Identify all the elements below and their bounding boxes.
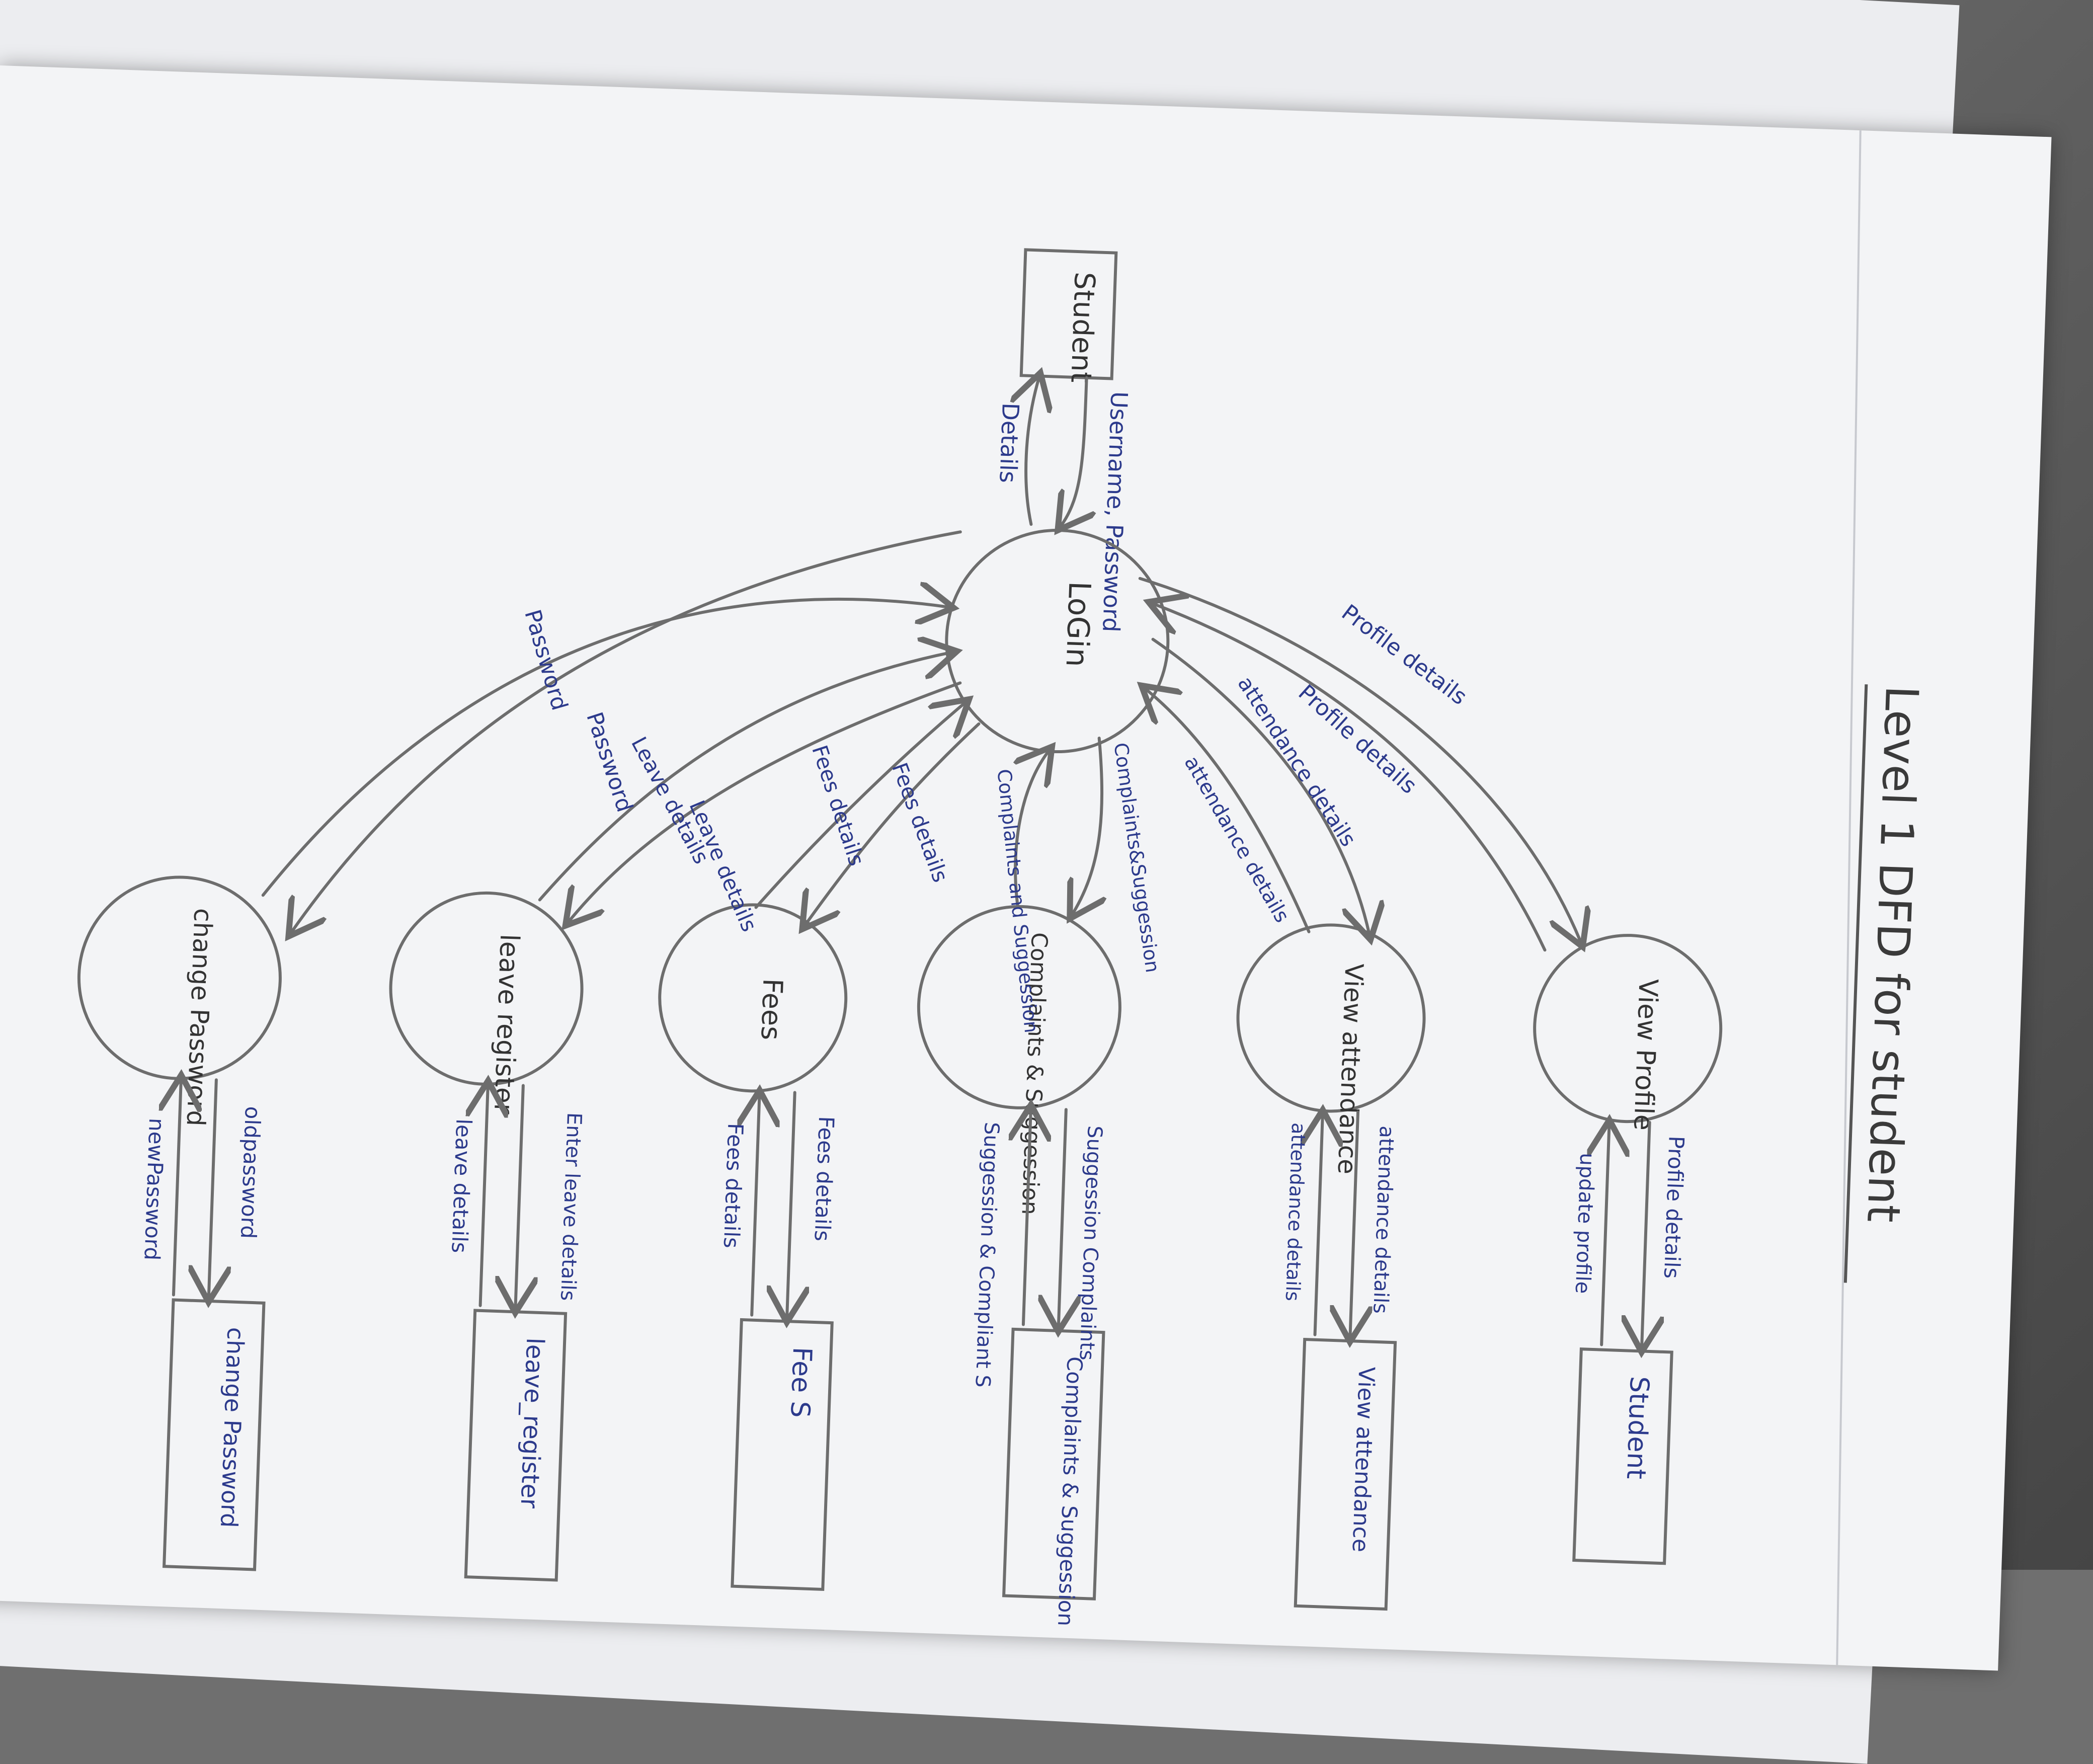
flow-login-attendance-1 (1151, 637, 1380, 934)
flow-store-to-fees (752, 1096, 759, 1317)
label-store-profile-in: update profile (1571, 1153, 1599, 1294)
store-box (1294, 1337, 1397, 1611)
flow-login-password-2 (261, 579, 948, 897)
label-details: Details (994, 403, 1024, 484)
label-store-comp-out: Suggession Complaints (1075, 1125, 1106, 1360)
title-group: Level 1 DFD for student (1843, 684, 1928, 1283)
label-fees-2: Fees details (807, 742, 869, 869)
store-box (464, 1309, 568, 1582)
flow-login-profile-1 (1138, 577, 1593, 941)
label-store-pwd-in: newPassword (139, 1117, 169, 1261)
label-store-profile-out: Profile details (1659, 1136, 1689, 1279)
flow-leave-to-store (516, 1084, 523, 1307)
flow-login-to-student (1024, 378, 1039, 526)
label-fees-1: Fees details (887, 759, 953, 885)
store-leave-register: leave_register (464, 1309, 568, 1582)
process-circle (1533, 934, 1723, 1124)
flow-store-to-profile (1601, 1126, 1609, 1346)
flow-login-leave-1 (569, 681, 962, 934)
flow-store-to-password (174, 1081, 181, 1297)
flow-login-complaints-2 (1014, 751, 1048, 908)
store-view-attendance-label: View attendance (1347, 1366, 1380, 1552)
label-store-att-out: attendance details (1369, 1126, 1398, 1314)
label-store-fees-out: Fees details (810, 1116, 839, 1242)
label-leave-1: Leave details (684, 796, 762, 935)
process-circle (389, 891, 584, 1086)
store-change-password-label: change Password (215, 1327, 250, 1528)
flow-login-attendance-2 (1138, 689, 1311, 933)
entity-student-label: Student (1064, 271, 1101, 383)
flow-student-to-login (1061, 376, 1086, 526)
label-complaints-1: Complaints&Suggession (1109, 741, 1164, 974)
label-profile-1: Profile details (1337, 600, 1472, 710)
process-view-attendance-label: View attendance (1332, 963, 1369, 1175)
process-leave-register-label: leave register (488, 933, 524, 1115)
flow-store-to-leave (480, 1087, 488, 1307)
process-login: LoGin (945, 529, 1170, 754)
store-complaints-label: Complaints & Suggession (1053, 1356, 1087, 1627)
dfd-diagram: Level 1 DFD for student Student Username… (77, 130, 1928, 1665)
label-store-fees-in: Fees details (719, 1122, 748, 1248)
flow-login-leave-2 (538, 638, 951, 902)
process-fees: Fees (658, 903, 848, 1093)
process-change-password: change Password (77, 875, 282, 1127)
flow-store-to-attendance (1315, 1116, 1323, 1336)
process-view-profile: View Profile (1533, 934, 1723, 1131)
store-complaints: Complaints & Suggession (1002, 1327, 1105, 1627)
diagram-title: Level 1 DFD for student (1857, 685, 1928, 1223)
flow-login-complaints-1 (1073, 737, 1104, 915)
title-underline (1843, 684, 1868, 1283)
store-student-label: Student (1621, 1376, 1654, 1480)
flow-attendance-to-store (1350, 1110, 1358, 1336)
flow-login-password-1 (292, 530, 962, 954)
label-store-leave-out: Enter leave details (556, 1112, 586, 1301)
label-attendance-2: attendance details (1180, 752, 1294, 927)
label-store-pwd-out: oldpassword (236, 1106, 265, 1239)
process-circle (1236, 923, 1426, 1113)
process-fees-label: Fees (755, 978, 788, 1041)
label-username-password: Username, Password (1097, 391, 1133, 632)
flow-login-fees-1 (806, 722, 981, 930)
store-fees: Fee S (731, 1318, 834, 1591)
flow-complaints-to-store (1059, 1108, 1066, 1326)
process-login-label: LoGin (1059, 581, 1097, 668)
store-change-password: change Password (162, 1298, 266, 1571)
store-box (1002, 1327, 1105, 1600)
entity-student-top: Student (1019, 248, 1118, 383)
notebook-page: Level 1 DFD for student Student Username… (0, 65, 2052, 1671)
entity-box (1019, 248, 1118, 380)
store-leave-register-label: leave_register (515, 1337, 549, 1509)
process-view-profile-label: View Profile (1628, 978, 1663, 1131)
flow-login-fees-2 (754, 696, 964, 909)
store-student: Student (1572, 1347, 1673, 1565)
label-store-comp-in: Suggession & Compliant S (971, 1121, 1003, 1388)
label-complaints-2: Complaints and Suggession (993, 768, 1042, 1034)
flow-login-profile-2 (1143, 604, 1547, 952)
flow-fees-to-store (787, 1091, 795, 1316)
flow-profile-to-store (1642, 1120, 1650, 1346)
flow-password-to-store (209, 1078, 216, 1296)
process-change-password-label: change Password (181, 908, 218, 1127)
label-store-att-in: attendance details (1281, 1122, 1310, 1302)
store-view-attendance: View attendance (1294, 1337, 1397, 1611)
margin-line (1836, 130, 1862, 1665)
process-leave-register: leave register (389, 891, 584, 1115)
label-password-2: Password (581, 709, 637, 815)
flow-store-to-complaints (1023, 1111, 1031, 1326)
process-circle (658, 903, 848, 1093)
process-circle (77, 875, 282, 1080)
label-store-leave-in: leave details (447, 1118, 476, 1254)
process-circle (945, 529, 1170, 754)
store-fees-label: Fee S (784, 1346, 817, 1418)
